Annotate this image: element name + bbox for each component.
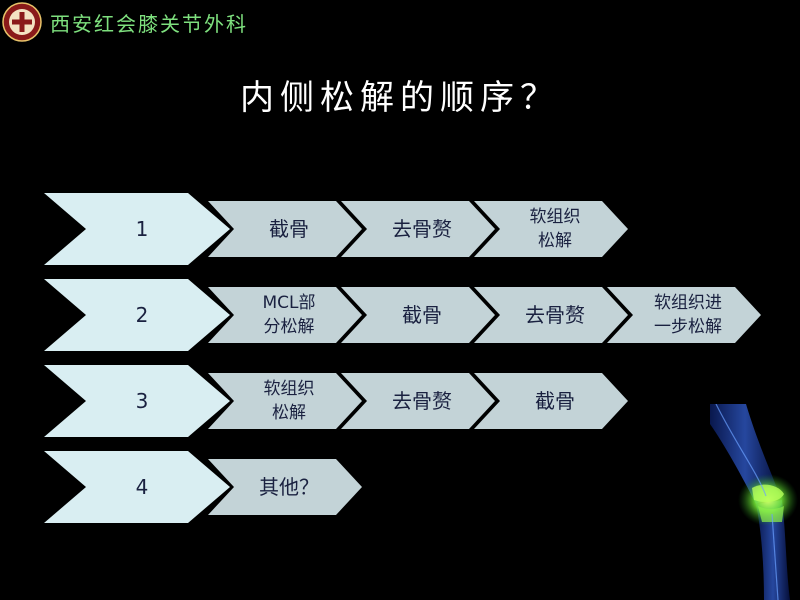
step-label: MCL部: [262, 293, 315, 313]
slide-title: 内侧松解的顺序？: [240, 78, 560, 118]
step-label: 松解: [538, 231, 572, 251]
step-chevron: [208, 373, 362, 429]
step-chevron: [474, 373, 628, 429]
step-label: 截骨: [535, 389, 575, 413]
step-label: 一步松解: [654, 317, 722, 337]
step-label: 去骨赘: [525, 303, 585, 327]
row-number-chevron: [44, 193, 230, 265]
step-label: 截骨: [269, 217, 309, 241]
step-chevron: [208, 201, 362, 257]
step-chevron: [341, 287, 495, 343]
knee-joint-illustration: [710, 404, 798, 600]
row-number-chevron: [44, 451, 230, 523]
step-label: 去骨赘: [392, 389, 452, 413]
row-number: 1: [136, 217, 149, 241]
step-label: 松解: [272, 403, 306, 423]
step-label: 分松解: [264, 317, 315, 337]
step-chevron: [208, 459, 362, 515]
row-number: 3: [136, 389, 149, 413]
step-chevron: [474, 201, 628, 257]
step-chevron: [341, 201, 495, 257]
step-chevron: [607, 287, 761, 343]
step-label: 其他？: [259, 475, 319, 499]
step-label: 软组织: [530, 207, 581, 227]
step-label: 截骨: [402, 303, 442, 327]
hospital-logo: [2, 2, 42, 42]
step-label: 软组织: [264, 379, 315, 399]
row-number: 2: [136, 303, 149, 327]
org-name: 西安红会膝关节外科: [50, 11, 248, 36]
step-label: 去骨赘: [392, 217, 452, 241]
row-number: 4: [136, 475, 149, 499]
step-chevron: [341, 373, 495, 429]
step-chevron: [208, 287, 362, 343]
row-number-chevron: [44, 365, 230, 437]
step-label: 软组织进: [654, 293, 722, 313]
header: 西安红会膝关节外科: [2, 2, 248, 42]
row-number-chevron: [44, 279, 230, 351]
step-chevron: [474, 287, 628, 343]
